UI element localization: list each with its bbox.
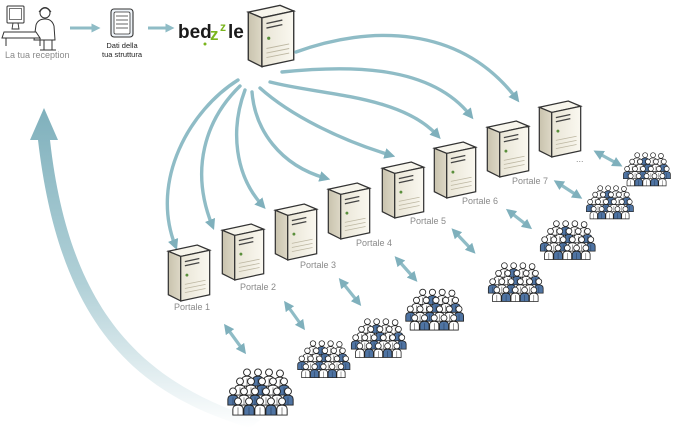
portal-server-1	[167, 244, 211, 302]
portal-server-5	[381, 161, 425, 219]
reception-label: La tua reception	[5, 50, 70, 60]
bedzzle-logo: bed z z le	[178, 20, 244, 46]
portal-server-6	[433, 141, 477, 199]
portal-server-4	[327, 182, 371, 240]
logo-part1: bed	[178, 22, 212, 43]
user-crowd-2	[298, 341, 350, 378]
portal-label-7: Portale 7	[512, 176, 548, 186]
reception-icon	[1, 5, 56, 51]
data-label-line1: Dati della	[106, 41, 138, 50]
user-crowd-8	[623, 153, 670, 186]
user-crowd-4	[406, 289, 464, 330]
bedzzle-server-icon	[247, 4, 295, 68]
portal-label-5: Portale 5	[410, 216, 446, 226]
logo-z1: z	[210, 25, 219, 44]
portal-server-2	[221, 223, 265, 281]
distribution-arrows	[165, 33, 520, 251]
portal-server-3	[274, 203, 318, 261]
user-crowd-5	[488, 263, 543, 302]
data-label-line2: tua struttura	[102, 50, 143, 59]
exchange-arrows	[223, 150, 623, 355]
portal-label-1: Portale 1	[174, 302, 210, 312]
portal-label-6: Portale 6	[462, 196, 498, 206]
user-crowd-3	[351, 319, 406, 358]
logo-part2: le	[228, 22, 244, 43]
user-crowd-1	[228, 369, 293, 415]
user-crowd-6	[540, 221, 595, 260]
portal-server-more	[538, 100, 582, 158]
document-icon	[110, 8, 134, 38]
user-crowd-7	[586, 186, 633, 219]
portal-label-3: Portale 3	[300, 260, 336, 270]
portal-label-2: Portale 2	[240, 282, 276, 292]
portal-server-7	[486, 120, 530, 178]
portal-label-4: Portale 4	[356, 238, 392, 248]
portal-label-more: ...	[576, 154, 584, 164]
return-arrow-body	[30, 108, 260, 428]
logo-z2: z	[220, 20, 226, 34]
